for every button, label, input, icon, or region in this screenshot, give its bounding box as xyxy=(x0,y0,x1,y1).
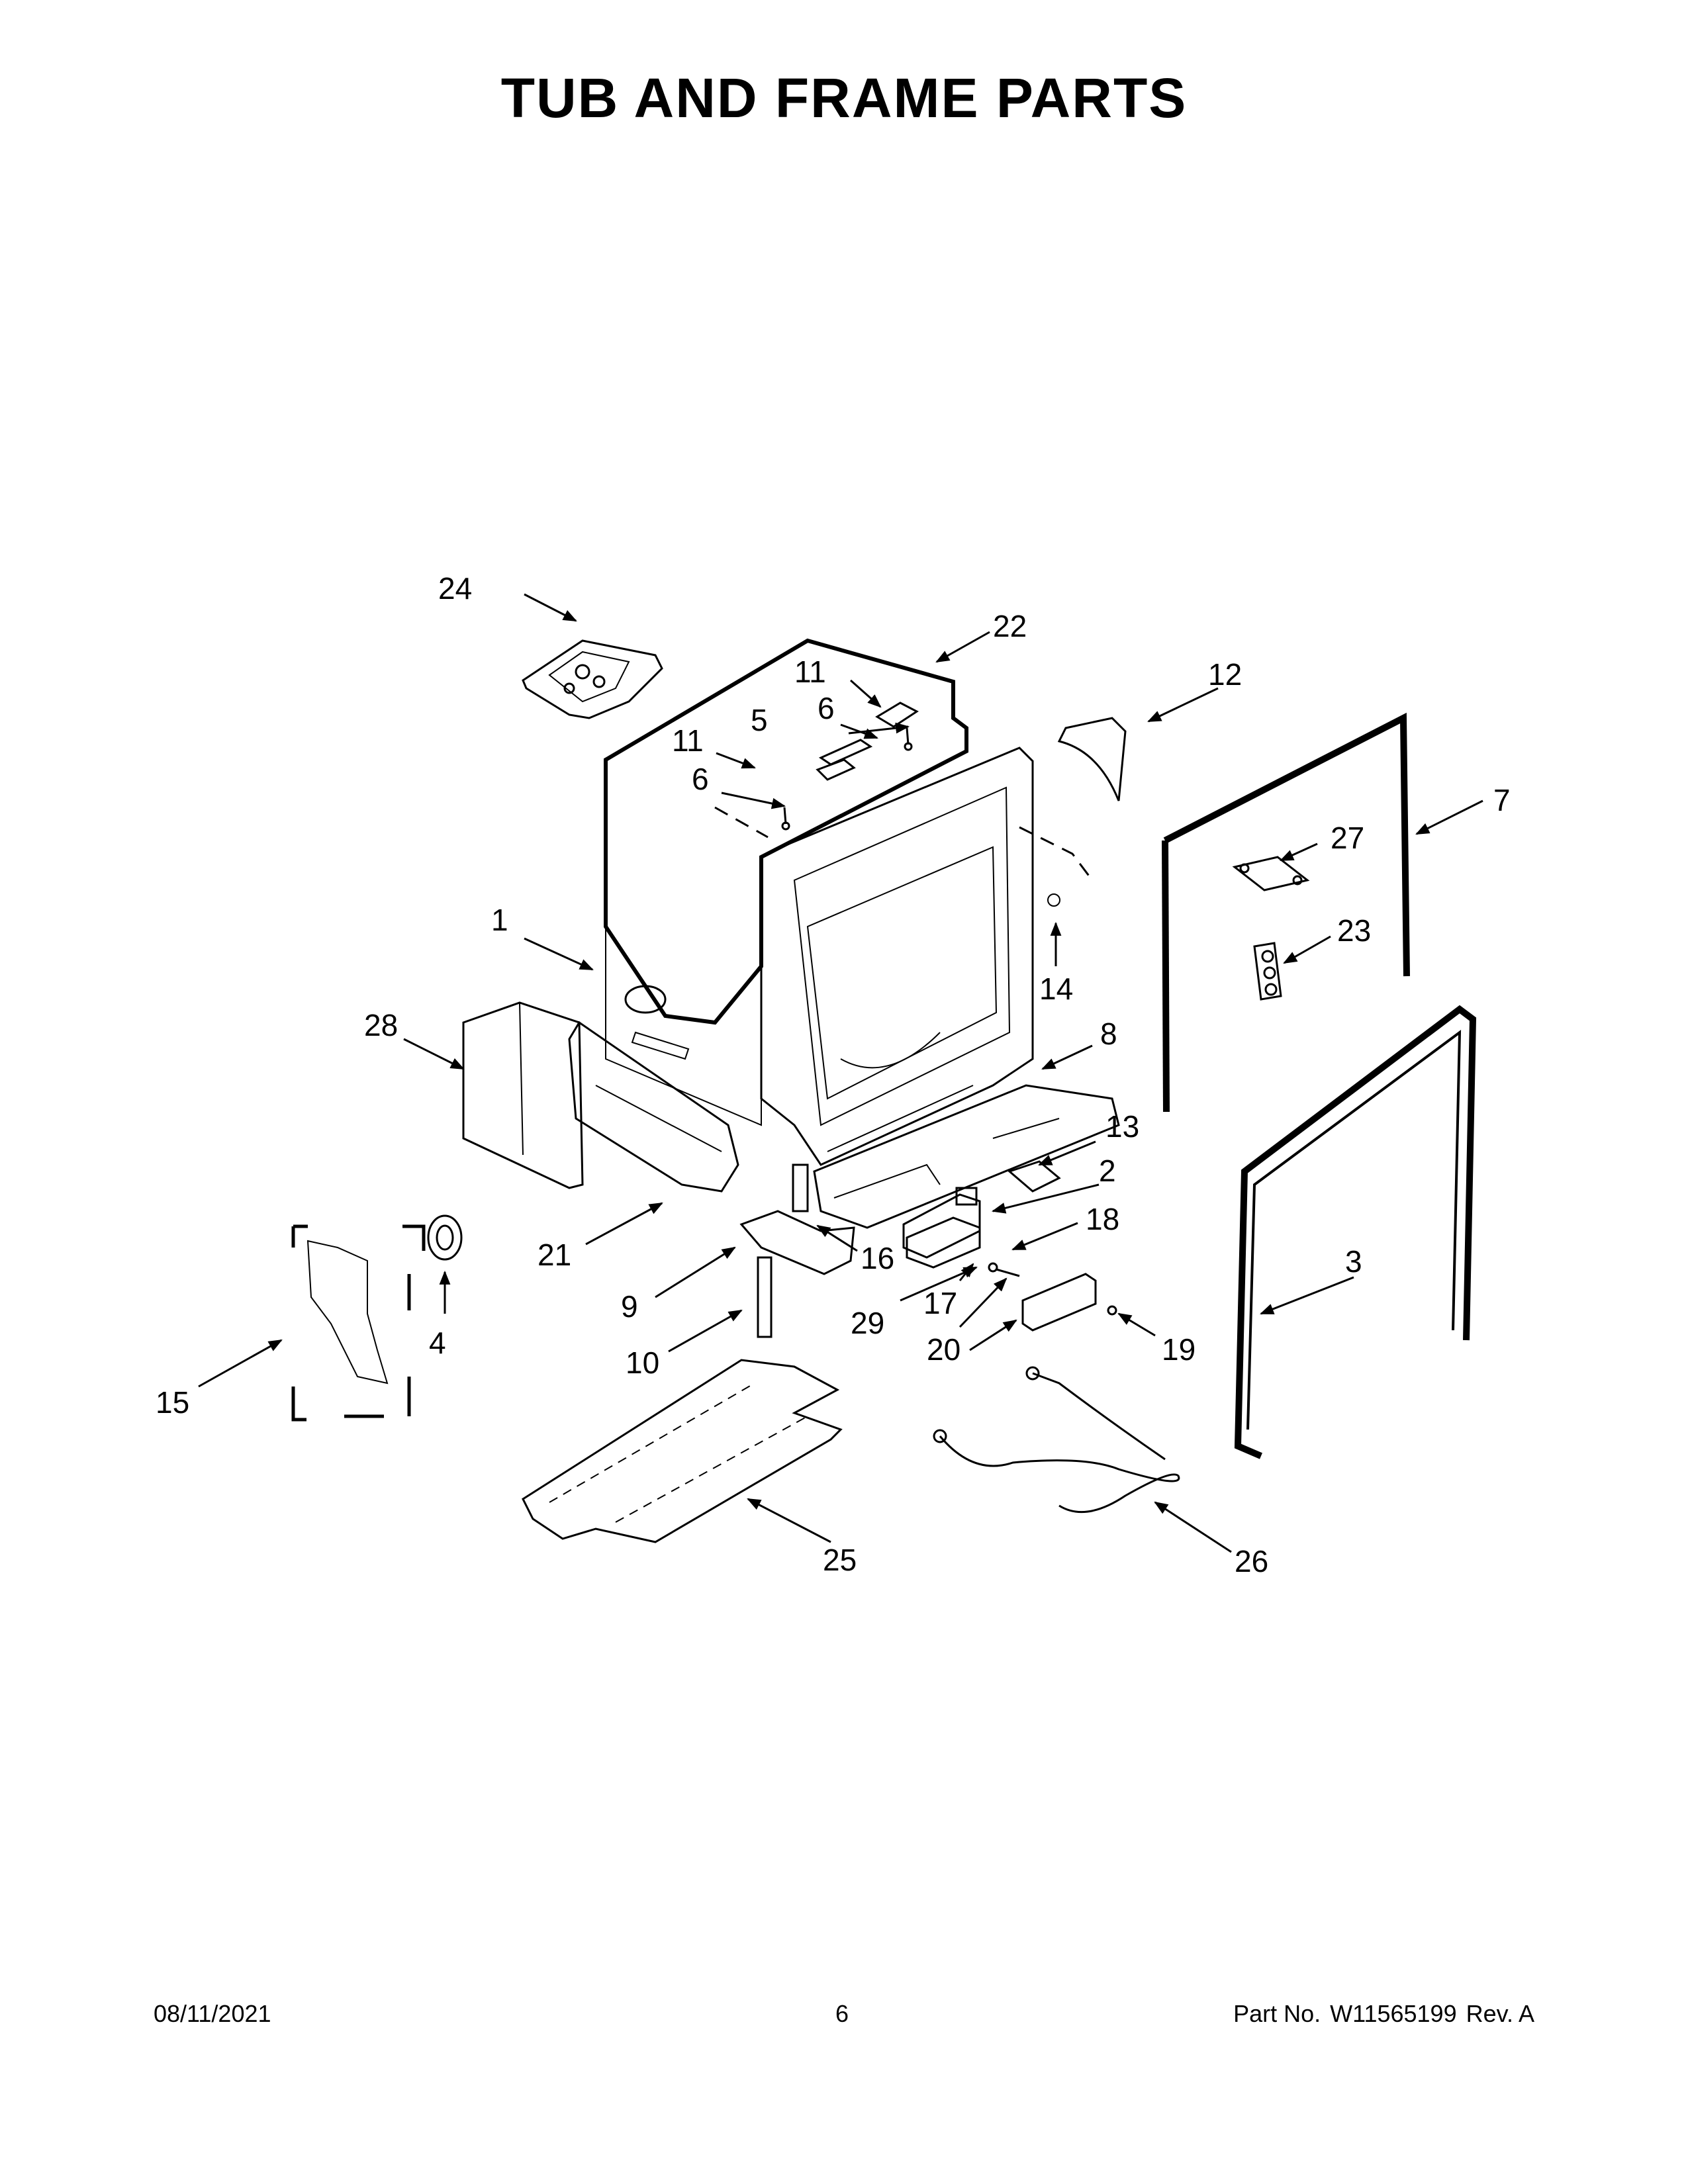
callout-label: 23 xyxy=(1337,913,1371,948)
callout-label: 11 xyxy=(794,655,826,689)
callout-label: 10 xyxy=(626,1345,659,1380)
mounting-brackets-part xyxy=(781,702,919,831)
callout-label: 22 xyxy=(993,609,1027,643)
motor-parts xyxy=(291,1214,463,1422)
vent-bracket-part xyxy=(1057,717,1127,801)
callout-labels: 1 2 3 4 5 6 6 7 8 9 10 11 11 12 13 14 15… xyxy=(156,571,1511,1578)
callout-label: 27 xyxy=(1331,821,1364,855)
callout-label: 7 xyxy=(1493,783,1511,817)
callout-label: 26 xyxy=(1235,1544,1268,1578)
accessory-bag-part xyxy=(522,639,663,719)
callout-label: 16 xyxy=(861,1241,894,1275)
callout-label: 11 xyxy=(672,723,704,758)
callout-label: 24 xyxy=(438,571,472,606)
callout-label: 15 xyxy=(156,1385,189,1420)
callout-label: 28 xyxy=(364,1008,398,1042)
callout-label: 18 xyxy=(1086,1202,1119,1236)
callout-label: 5 xyxy=(751,703,768,737)
insulation-pad-part xyxy=(522,1359,843,1543)
float-assembly-parts xyxy=(739,1163,855,1338)
callout-label: 9 xyxy=(621,1289,638,1324)
callout-label: 12 xyxy=(1208,657,1242,692)
part-label: Part No. xyxy=(1233,2000,1321,2027)
callout-label: 6 xyxy=(818,691,835,725)
hinge-parts xyxy=(1232,856,1310,1001)
callout-label: 13 xyxy=(1105,1109,1139,1144)
callout-label: 4 xyxy=(429,1326,446,1360)
callout-label: 29 xyxy=(851,1306,884,1340)
callout-label: 2 xyxy=(1099,1154,1116,1188)
callout-label: 25 xyxy=(823,1543,857,1577)
part-number: W11565199 xyxy=(1330,2000,1457,2027)
footer-page-number: 6 xyxy=(835,2000,849,2027)
footer-part-number: Part No. W11565199 Rev. A xyxy=(1224,2000,1534,2028)
callout-leaders xyxy=(198,593,1483,1553)
callout-label: 1 xyxy=(491,903,508,937)
callout-label: 14 xyxy=(1039,972,1073,1006)
drain-hose-part xyxy=(933,1366,1180,1514)
revision: Rev. A xyxy=(1466,2000,1534,2027)
callout-label: 19 xyxy=(1162,1332,1196,1367)
callout-label: 8 xyxy=(1100,1017,1117,1051)
footer-date: 08/11/2021 xyxy=(154,2000,271,2027)
door-gasket-part xyxy=(1234,1005,1477,1459)
callout-label: 21 xyxy=(538,1238,571,1272)
page-title: TUB AND FRAME PARTS xyxy=(500,67,1188,129)
callout-label: 3 xyxy=(1345,1244,1362,1279)
side-bracket-parts xyxy=(462,1001,739,1193)
callout-label: 17 xyxy=(923,1286,957,1320)
base-frame-part xyxy=(813,1084,1120,1259)
tub-part xyxy=(604,638,1094,1166)
side-trim-part xyxy=(1162,712,1410,1113)
toe-panel-hardware-parts xyxy=(906,1216,1117,1332)
callout-label: 20 xyxy=(927,1332,961,1367)
callout-label: 6 xyxy=(692,762,709,796)
